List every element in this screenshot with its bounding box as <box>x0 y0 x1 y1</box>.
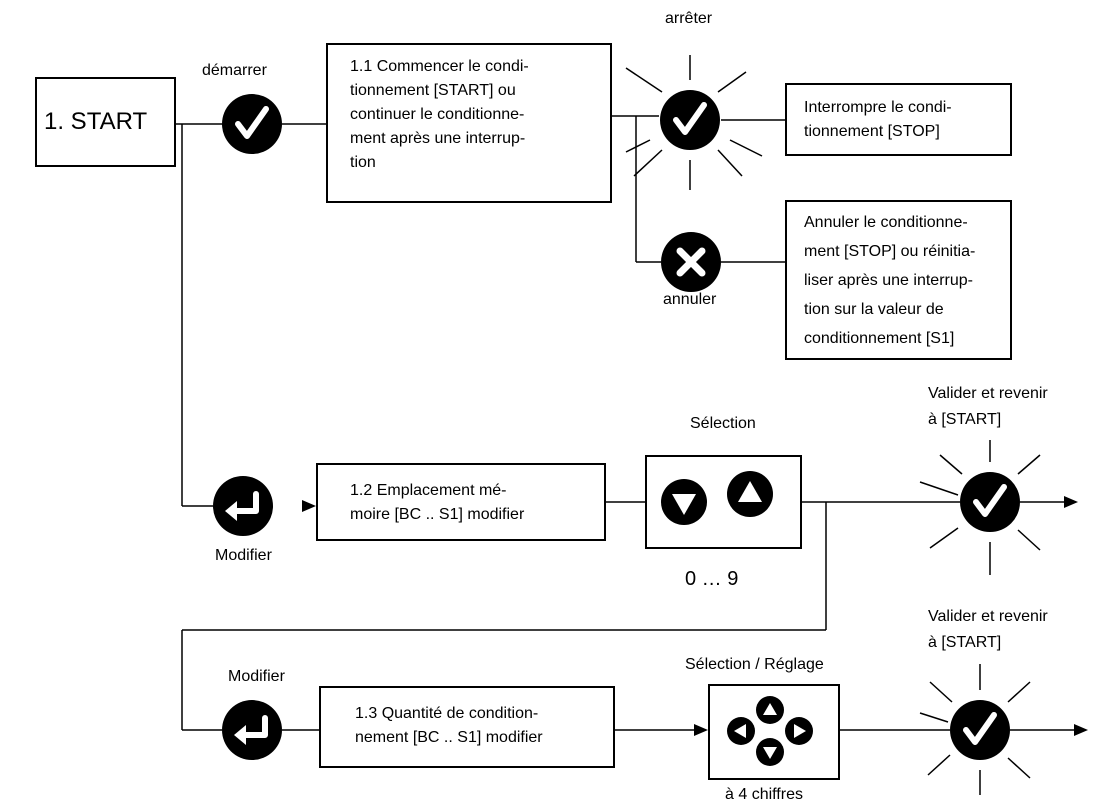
box-1-2-text: 1.2 Emplacement mé- moire [BC .. S1] mod… <box>350 482 525 523</box>
check-icon[interactable] <box>660 90 720 150</box>
check-icon[interactable] <box>960 472 1020 532</box>
label-selection-reglage: Sélection / Réglage <box>685 656 824 673</box>
label-valider-2: Valider et revenir à [START] <box>928 608 1048 651</box>
arrow-up-icon[interactable] <box>756 696 784 724</box>
adjust-box[interactable] <box>708 684 840 780</box>
box-1-1: 1.1 Commencer le condi- tionnement [STAR… <box>326 43 612 203</box>
enter-icon[interactable] <box>213 476 273 536</box>
x-icon[interactable] <box>661 232 721 292</box>
arrowheads <box>302 496 1088 736</box>
label-digits: à 4 chiffres <box>725 786 803 803</box>
start-box: 1. START <box>35 77 176 167</box>
selection-box[interactable] <box>645 455 802 549</box>
flash-rays-valider-1 <box>919 440 1041 575</box>
box-cancel-text: Annuler le conditionne- ment [STOP] ou r… <box>804 214 976 347</box>
label-annuler: annuler <box>663 291 717 308</box>
range-label: 0 … 9 <box>685 568 739 590</box>
label-demarrer: démarrer <box>202 62 267 79</box>
label-modifier-2: Modifier <box>228 668 285 685</box>
label-modifier-1: Modifier <box>215 547 272 564</box>
label-selection: Sélection <box>690 415 756 432</box>
box-1-2: 1.2 Emplacement mé- moire [BC .. S1] mod… <box>316 463 606 541</box>
enter-icon[interactable] <box>222 700 282 760</box>
start-box-label: 1. START <box>44 108 148 135</box>
connector-lines <box>176 115 1076 731</box>
box-stop-text: Interrompre le condi- tionnement [STOP] <box>804 99 952 140</box>
box-1-3: 1.3 Quantité de condition- nement [BC ..… <box>319 686 615 768</box>
flash-rays-stop <box>625 55 763 190</box>
label-arreter: arrêter <box>665 10 713 27</box>
arrow-right-icon[interactable] <box>785 717 813 745</box>
label-valider-1: Valider et revenir à [START] <box>928 385 1048 428</box>
flash-rays-valider-2 <box>919 664 1031 795</box>
arrow-up-icon[interactable] <box>727 471 773 517</box>
check-icon[interactable] <box>222 94 282 154</box>
arrow-down-icon[interactable] <box>661 479 707 525</box>
arrow-left-icon[interactable] <box>727 717 755 745</box>
box-1-3-text: 1.3 Quantité de condition- nement [BC ..… <box>355 705 543 746</box>
arrow-down-icon[interactable] <box>756 738 784 766</box>
box-cancel: Annuler le conditionne- ment [STOP] ou r… <box>785 200 1012 360</box>
box-stop: Interrompre le condi- tionnement [STOP] <box>785 83 1012 156</box>
box-1-1-text: 1.1 Commencer le condi- tionnement [STAR… <box>350 58 529 171</box>
check-icon[interactable] <box>950 700 1010 760</box>
